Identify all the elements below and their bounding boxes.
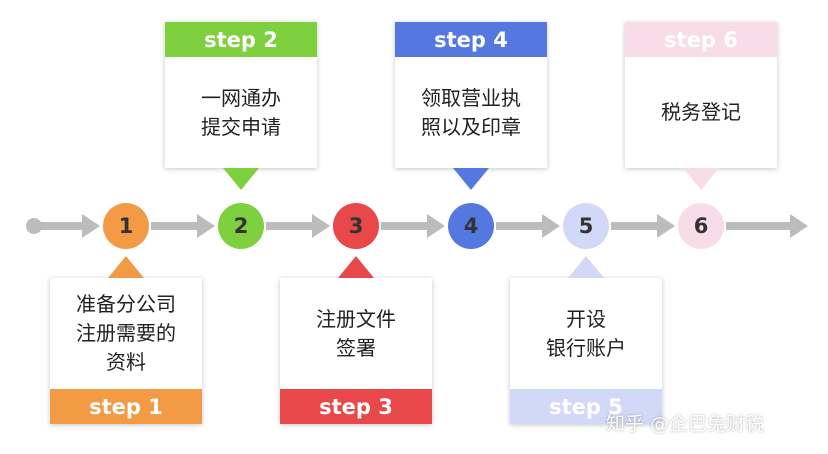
step-circle-2: 2 [218,203,264,249]
step-card-4: 领取营业执 照以及印章 step 4 [395,22,547,168]
step-circle-6: 6 [678,203,724,249]
step-pointer-1 [108,256,144,278]
step-card-5: 开设 银行账户 step 5 [510,278,662,424]
step-label-3: step 3 [280,389,432,424]
step-circle-4: 4 [448,203,494,249]
step-card-3: 注册文件 签署 step 3 [280,278,432,424]
step-pointer-2 [223,168,259,190]
step-description-6: 税务登记 [661,100,741,124]
arrow-5-head [657,214,675,238]
step-label-6: step 6 [625,22,777,57]
arrow-2-head [312,214,330,238]
arrow-start-head [82,214,100,238]
step-description-3: 注册文件 签署 [316,306,396,360]
step-label-1: step 1 [50,389,202,424]
arrow-end-head [790,214,808,238]
step-pointer-4 [453,168,489,190]
watermark: 知乎 @企巴兔财税 [606,404,816,440]
step-description-5: 开设 银行账户 [546,306,626,360]
zhihu-logo: 知乎 [606,412,645,435]
step-pointer-6 [683,168,719,190]
step-description-2: 一网通办 提交申请 [201,85,281,139]
step-description-1: 准备分公司 注册需要的 资料 [76,292,176,374]
step-description-4: 领取营业执 照以及印章 [421,85,521,139]
step-card-6: 税务登记 step 6 [625,22,777,168]
step-circle-1: 1 [103,203,149,249]
step-label-5: step 5 [510,389,662,424]
step-circle-3: 3 [333,203,379,249]
arrow-3-head [427,214,445,238]
step-card-2: 一网通办 提交申请 step 2 [165,22,317,168]
arrow-4-head [542,214,560,238]
step-card-1: 准备分公司 注册需要的 资料 step 1 [50,278,202,424]
step-label-4: step 4 [395,22,547,57]
watermark-author: @企巴兔财税 [650,412,765,435]
timeline-start-dot [26,218,42,234]
step-label-2: step 2 [165,22,317,57]
step-pointer-5 [568,256,604,278]
step-pointer-3 [338,256,374,278]
step-circle-5: 5 [563,203,609,249]
arrow-1-head [197,214,215,238]
